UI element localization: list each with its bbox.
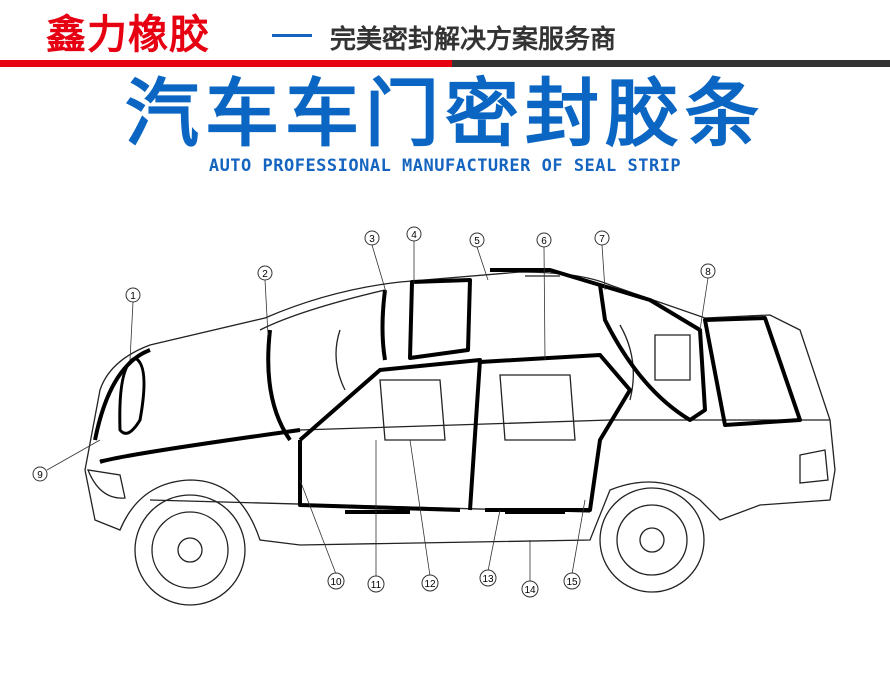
callout-7: 7 <box>594 230 610 246</box>
callouts <box>46 241 709 582</box>
callout-4: 4 <box>406 226 422 242</box>
svg-text:10: 10 <box>330 577 342 588</box>
brand-name: 鑫力橡胶 <box>46 12 210 58</box>
svg-text:6: 6 <box>541 236 547 247</box>
seal-strips <box>93 268 802 514</box>
callout-15: 15 <box>563 572 581 590</box>
svg-text:2: 2 <box>262 269 268 280</box>
callout-14: 14 <box>521 580 539 598</box>
svg-text:11: 11 <box>371 580 382 591</box>
svg-text:4: 4 <box>411 230 417 241</box>
page-subtitle: AUTO PROFESSIONAL MANUFACTURER OF SEAL S… <box>208 156 682 176</box>
svg-text:13: 13 <box>482 574 494 585</box>
svg-text:3: 3 <box>369 234 375 245</box>
header-bar-red <box>0 60 452 67</box>
callout-11: 11 <box>367 575 385 593</box>
svg-text:14: 14 <box>524 585 536 596</box>
svg-text:5: 5 <box>474 236 480 247</box>
svg-text:12: 12 <box>424 579 436 590</box>
divider-dash <box>272 34 312 37</box>
callout-labels: 1 2 3 4 5 6 7 8 9 10 11 12 13 14 15 <box>32 226 716 598</box>
svg-text:7: 7 <box>599 234 605 245</box>
svg-text:1: 1 <box>130 291 136 302</box>
callout-3: 3 <box>364 230 380 246</box>
callout-2: 2 <box>257 265 273 281</box>
callout-5: 5 <box>469 232 485 248</box>
header-bar-dark <box>452 60 890 67</box>
page-title: 汽车车门密封胶条 <box>125 71 765 157</box>
svg-text:15: 15 <box>566 577 578 588</box>
slogan: 完美密封解决方案服务商 <box>330 25 617 55</box>
callout-1: 1 <box>125 287 141 303</box>
svg-text:9: 9 <box>37 470 43 481</box>
svg-text:8: 8 <box>705 267 711 278</box>
car-seal-diagram: 1 2 3 4 5 6 7 8 9 10 11 12 13 14 15 <box>32 226 836 606</box>
callout-9: 9 <box>32 466 48 482</box>
callout-6: 6 <box>536 232 552 248</box>
callout-13: 13 <box>479 569 497 587</box>
callout-12: 12 <box>421 574 439 592</box>
callout-10: 10 <box>327 572 345 590</box>
callout-8: 8 <box>700 263 716 279</box>
car-outline <box>84 271 836 606</box>
